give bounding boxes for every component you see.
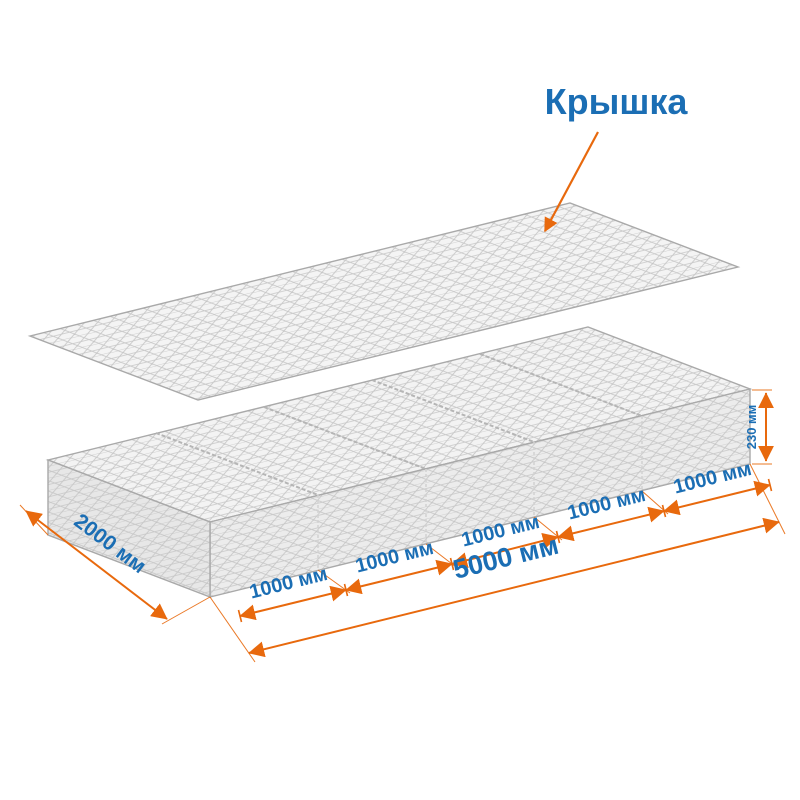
lid-leader-line [544, 131, 599, 233]
lid-label: Крышка [545, 81, 689, 122]
dim-label-height: 230 мм [744, 405, 759, 450]
dim-line-total [248, 517, 780, 658]
dim-extension-line [209, 596, 256, 663]
dim-extension-line [161, 596, 211, 625]
partition-line [479, 353, 643, 417]
dim-extension-line [19, 504, 49, 536]
dim-line-width [25, 510, 168, 620]
lid-mesh [27, 202, 741, 401]
tick-mark [237, 609, 243, 623]
partition-line [371, 379, 535, 443]
dim-line-segment [663, 480, 771, 516]
dimension-height: 230 мм [744, 389, 774, 465]
partition-line [263, 406, 427, 470]
lid-panel [27, 202, 741, 401]
dim-extension-line [749, 463, 786, 535]
tick-mark [767, 478, 773, 492]
partition-line [155, 432, 319, 496]
tick-mark [661, 504, 667, 518]
